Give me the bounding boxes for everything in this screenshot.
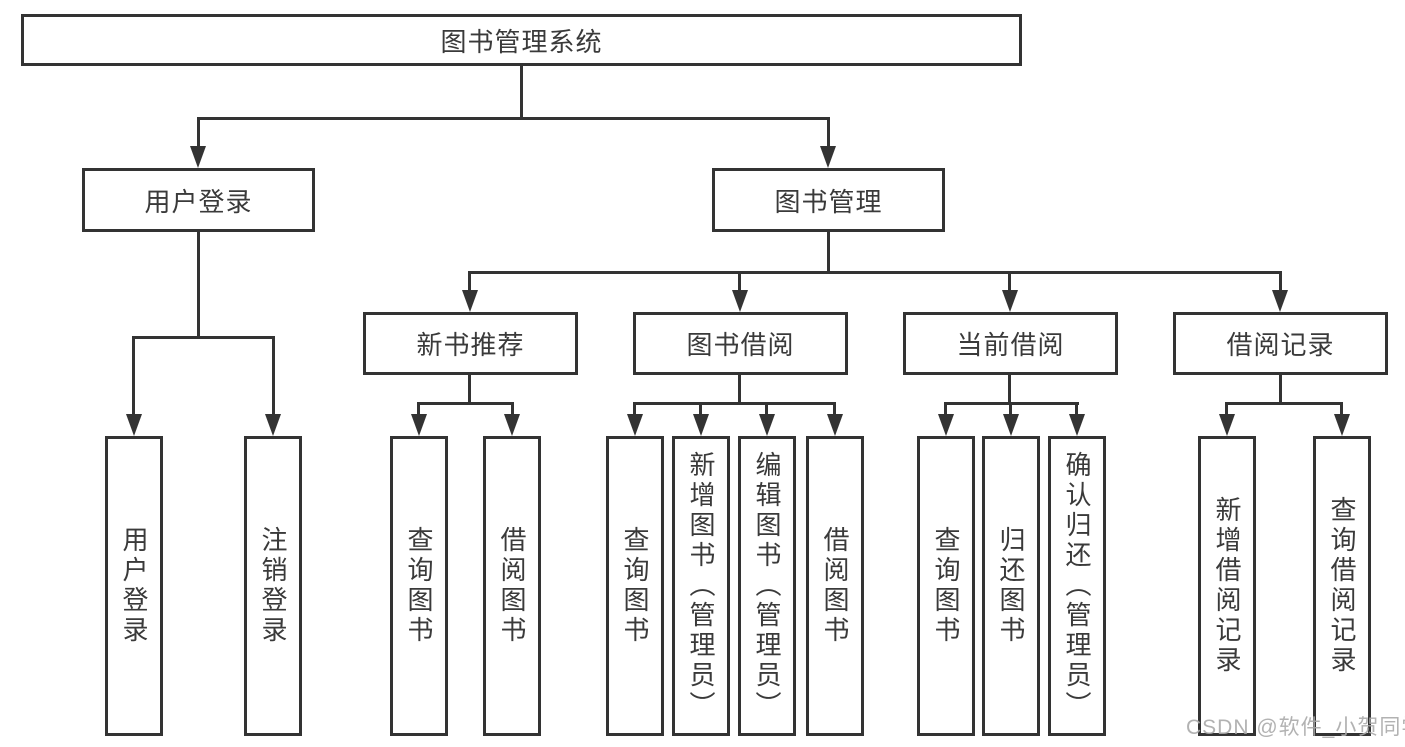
leaf-label: 确认归还（管理员） xyxy=(1062,451,1092,721)
connector-trunk xyxy=(738,375,741,405)
leaf-edit-books-admin: 编辑图书（管理员） xyxy=(738,436,796,736)
connector-trunk xyxy=(468,375,471,405)
node-label: 借阅记录 xyxy=(1226,330,1335,360)
leaf-borrow-books: 借阅图书 xyxy=(806,436,864,736)
arrowhead-down-icon xyxy=(820,146,836,168)
connector-elbow xyxy=(633,402,836,405)
arrowhead-down-icon xyxy=(693,414,709,436)
connector-stem xyxy=(272,336,275,418)
leaf-query-borrow-record: 查询借阅记录 xyxy=(1313,436,1371,736)
node-label: 图书管理系统 xyxy=(440,26,603,57)
arrowhead-down-icon xyxy=(732,290,748,312)
node-label: 新书推荐 xyxy=(416,330,525,360)
arrowhead-down-icon xyxy=(504,414,520,436)
connector-level1-elbow xyxy=(197,117,830,120)
arrowhead-down-icon xyxy=(938,414,954,436)
csdn-watermark: CSDN @软件_小贺同学 xyxy=(1186,716,1405,739)
connector-user-login-elbow xyxy=(132,336,275,339)
connector-stem xyxy=(1340,402,1343,418)
arrowhead-down-icon xyxy=(1069,414,1085,436)
arrowhead-down-icon xyxy=(1219,414,1235,436)
node-user-login: 用户登录 xyxy=(82,168,315,232)
connector-stem xyxy=(1009,402,1012,418)
connector-user-login-trunk xyxy=(197,232,200,339)
node-label: 图书管理 xyxy=(774,186,883,217)
arrowhead-down-icon xyxy=(627,414,643,436)
leaf-label: 编辑图书（管理员） xyxy=(752,451,782,721)
connector-stem xyxy=(468,271,471,293)
leaf-label: 查询图书 xyxy=(404,526,434,646)
connector-stem xyxy=(1279,271,1282,293)
leaf-label: 查询借阅记录 xyxy=(1327,496,1357,676)
leaf-add-books-admin: 新增图书（管理员） xyxy=(672,436,730,736)
node-label: 用户登录 xyxy=(144,186,253,217)
leaf-label: 查询图书 xyxy=(620,526,650,646)
connector-root-trunk xyxy=(520,66,523,119)
connector-stem xyxy=(417,402,420,418)
leaf-return-books: 归还图书 xyxy=(982,436,1040,736)
arrowhead-down-icon xyxy=(265,414,281,436)
arrowhead-down-icon xyxy=(1003,414,1019,436)
node-label: 图书借阅 xyxy=(686,330,795,360)
connector-trunk xyxy=(1279,375,1282,405)
leaf-label: 借阅图书 xyxy=(497,526,527,646)
leaf-add-borrow-record: 新增借阅记录 xyxy=(1198,436,1256,736)
connector-stem xyxy=(132,336,135,418)
connector-stem xyxy=(1008,271,1011,293)
connector-stem xyxy=(833,402,836,418)
connector-stem xyxy=(738,271,741,293)
connector-stem xyxy=(765,402,768,418)
leaf-label: 查询图书 xyxy=(931,526,961,646)
leaf-logout: 注销登录 xyxy=(244,436,302,736)
arrowhead-down-icon xyxy=(411,414,427,436)
leaf-query-books-recommend: 查询图书 xyxy=(390,436,448,736)
connector-stem xyxy=(827,117,830,147)
arrowhead-down-icon xyxy=(1272,290,1288,312)
leaf-label: 归还图书 xyxy=(996,526,1026,646)
node-book-borrowing: 图书借阅 xyxy=(633,312,848,375)
arrowhead-down-icon xyxy=(190,146,206,168)
leaf-label: 新增图书（管理员） xyxy=(686,451,716,721)
connector-stem xyxy=(944,402,947,418)
arrowhead-down-icon xyxy=(759,414,775,436)
node-book-management: 图书管理 xyxy=(712,168,945,232)
connector-trunk xyxy=(1008,375,1011,405)
leaf-borrow-books-recommend: 借阅图书 xyxy=(483,436,541,736)
connector-stem xyxy=(1225,402,1228,418)
leaf-query-books-current: 查询图书 xyxy=(917,436,975,736)
leaf-user-login: 用户登录 xyxy=(105,436,163,736)
node-new-book-recommend: 新书推荐 xyxy=(363,312,578,375)
arrowhead-down-icon xyxy=(126,414,142,436)
arrowhead-down-icon xyxy=(1334,414,1350,436)
connector-level2-elbow xyxy=(468,271,1282,274)
connector-stem xyxy=(197,117,200,147)
connector-elbow xyxy=(1225,402,1342,405)
leaf-confirm-return-admin: 确认归还（管理员） xyxy=(1048,436,1106,736)
connector-book-mgmt-trunk xyxy=(827,232,830,274)
node-label: 当前借阅 xyxy=(956,330,1065,360)
leaf-label: 借阅图书 xyxy=(820,526,850,646)
arrowhead-down-icon xyxy=(1002,290,1018,312)
leaf-label: 注销登录 xyxy=(258,526,288,646)
connector-stem xyxy=(633,402,636,418)
leaf-label: 用户登录 xyxy=(119,526,149,646)
leaf-label: 新增借阅记录 xyxy=(1212,496,1242,676)
arrowhead-down-icon xyxy=(827,414,843,436)
leaf-query-books-borrowing: 查询图书 xyxy=(606,436,664,736)
node-library-management-system: 图书管理系统 xyxy=(21,14,1022,66)
connector-elbow xyxy=(417,402,514,405)
arrowhead-down-icon xyxy=(462,290,478,312)
connector-stem xyxy=(1075,402,1078,418)
connector-stem xyxy=(511,402,514,418)
node-borrowing-records: 借阅记录 xyxy=(1173,312,1388,375)
node-current-borrowing: 当前借阅 xyxy=(903,312,1118,375)
connector-stem xyxy=(699,402,702,418)
